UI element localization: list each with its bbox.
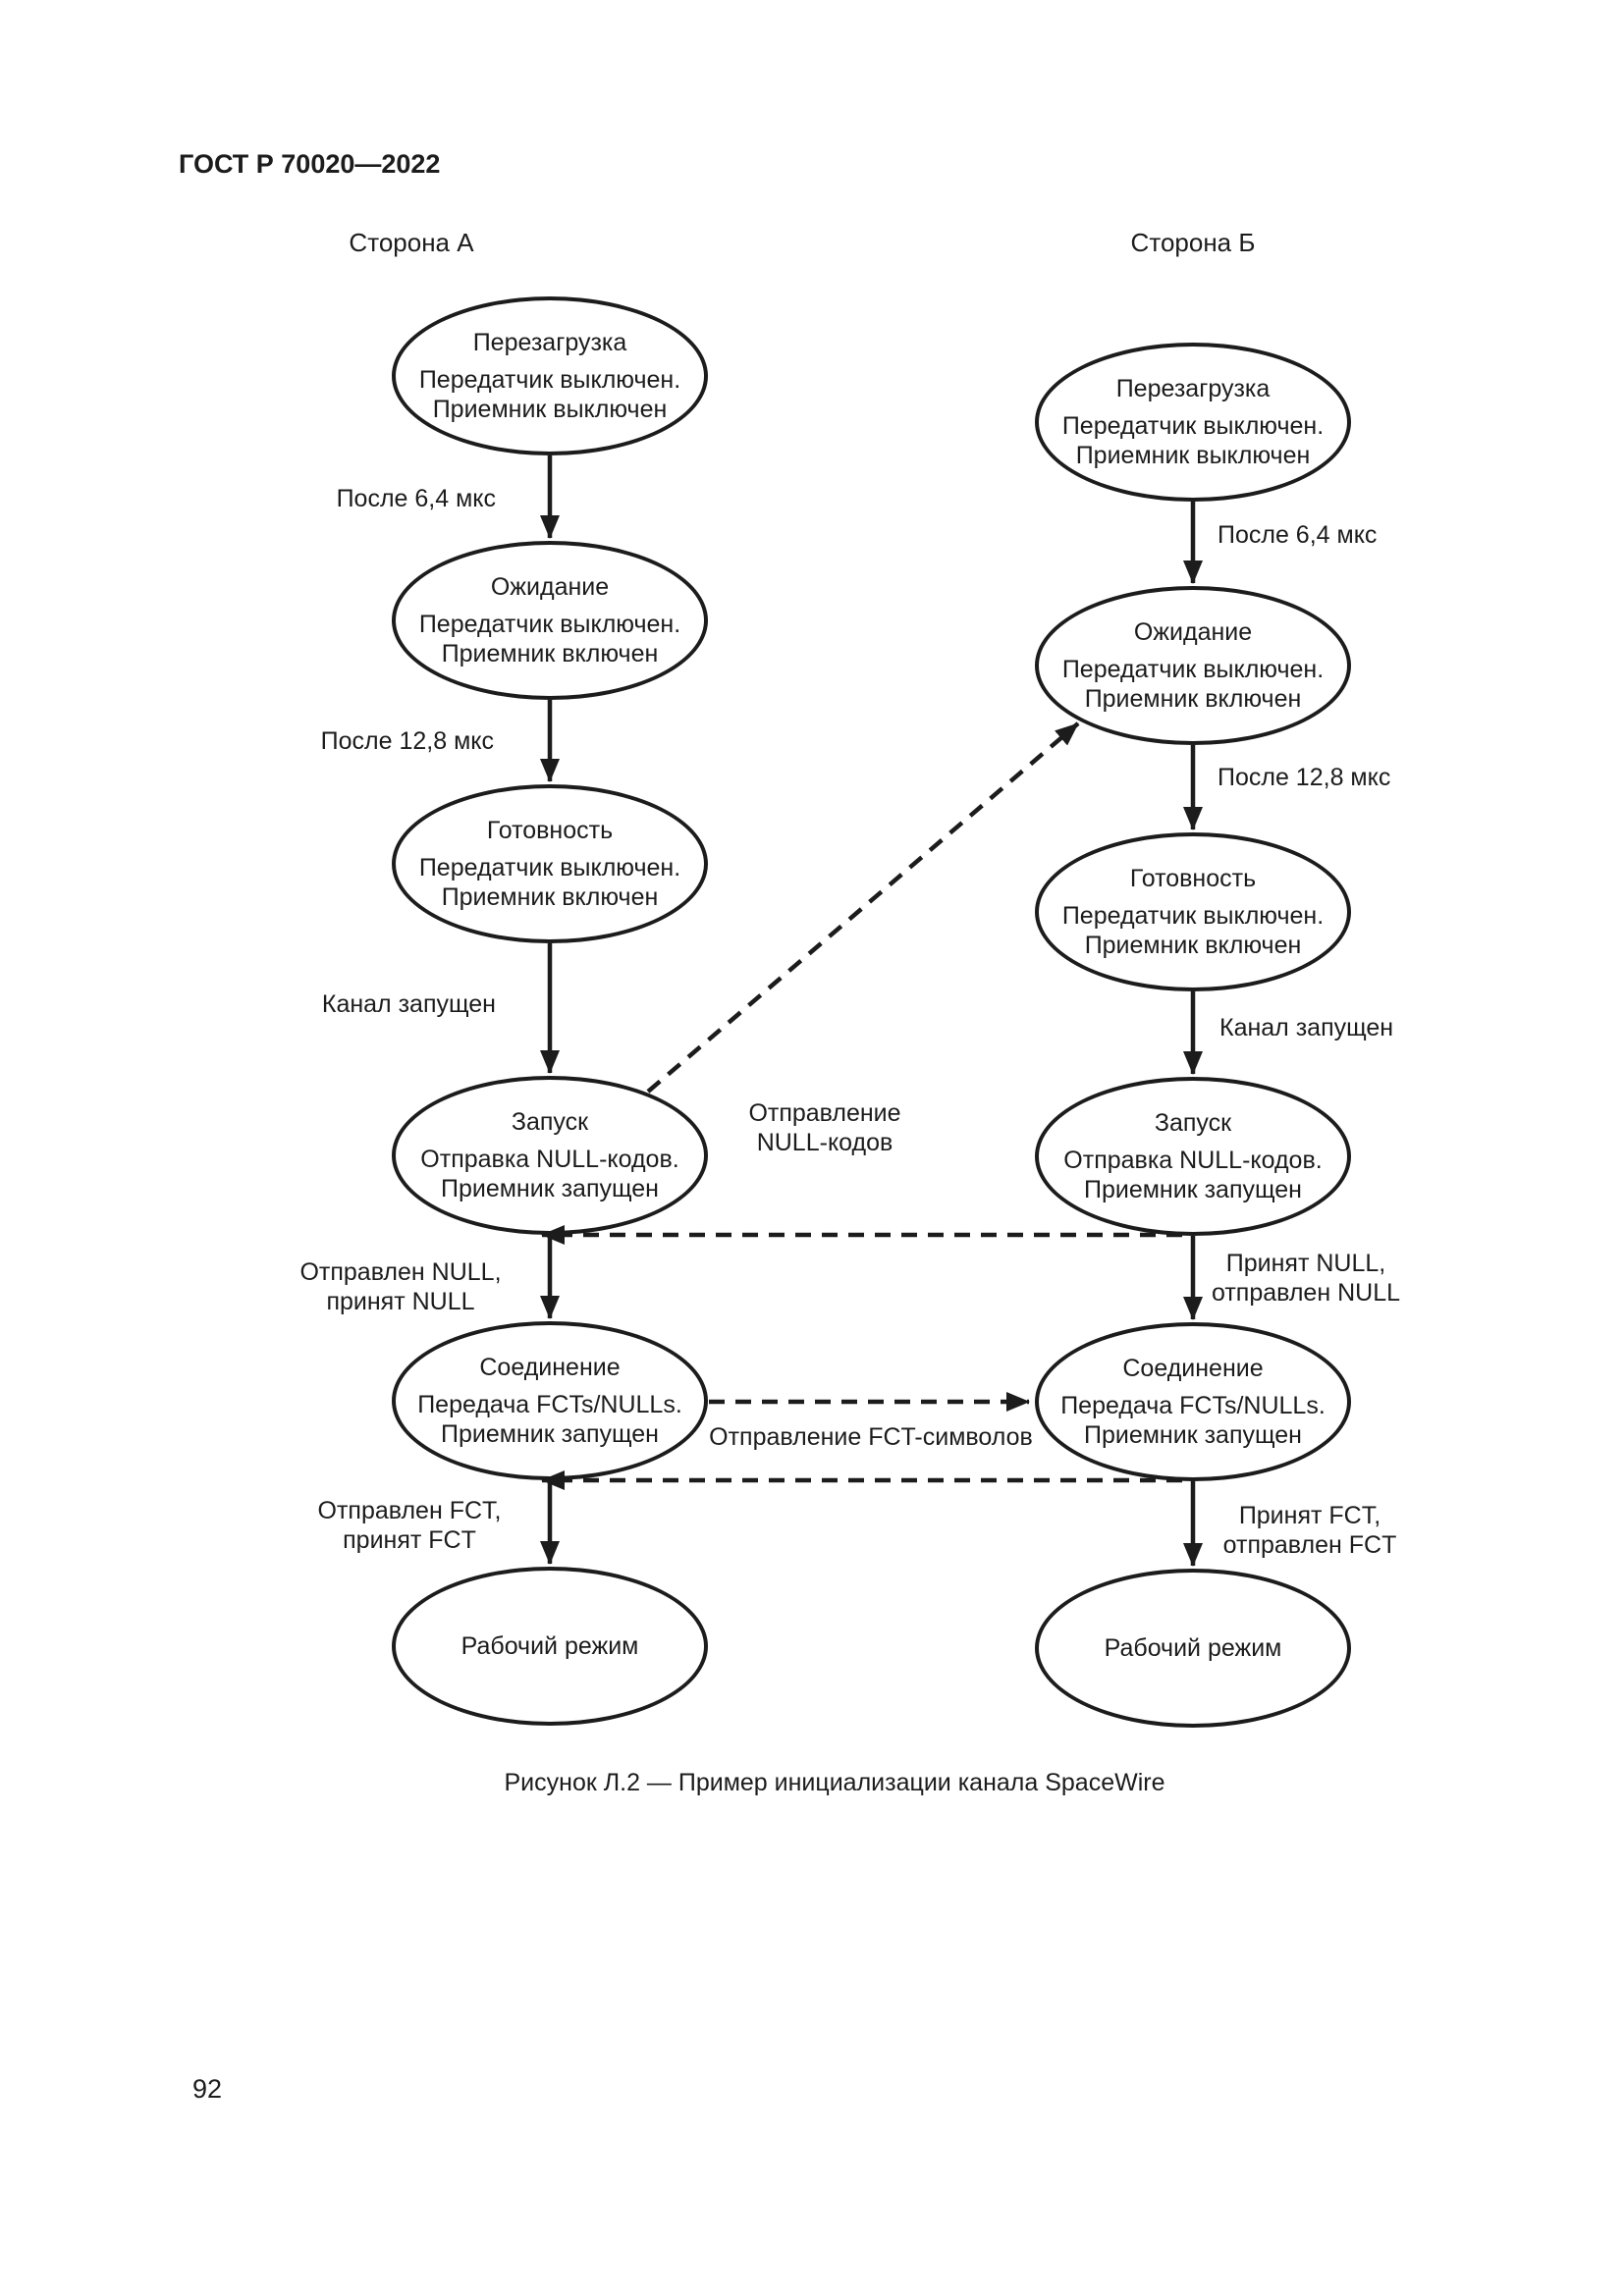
state-detail: Приемник запущен	[441, 1175, 659, 1202]
transition-label-b-fct: Принят FCT, отправлен FCT	[1187, 1501, 1433, 1560]
state-title: Запуск	[1154, 1109, 1232, 1137]
label-line: принят NULL	[326, 1288, 475, 1315]
state-detail: Отправка NULL-кодов.	[420, 1146, 679, 1173]
state-title: Перезагрузка	[1115, 375, 1271, 402]
state-detail: Приемник включен	[1084, 932, 1302, 959]
label-line: Принят NULL,	[1225, 1250, 1386, 1277]
exchange-label-null-codes: Отправление NULL-кодов	[677, 1098, 972, 1157]
state-a-started: Запуск Отправка NULL-кодов. Приемник зап…	[392, 1076, 708, 1235]
state-detail: Передача FCTs/NULLs.	[1060, 1392, 1326, 1419]
transition-label-a-after-12-8: После 12,8 мкс	[320, 727, 494, 755]
state-detail: Отправка NULL-кодов.	[1063, 1147, 1323, 1174]
state-b-reset: Перезагрузка Передатчик выключен. Приемн…	[1035, 343, 1351, 502]
state-title: Перезагрузка	[472, 329, 627, 356]
side-a-title: Сторона А	[349, 228, 474, 257]
state-detail: Передатчик выключен.	[1061, 902, 1325, 930]
state-b-started: Запуск Отправка NULL-кодов. Приемник зап…	[1035, 1077, 1351, 1236]
transition-label-b-link-started: Канал запущен	[1219, 1014, 1394, 1041]
state-detail: Передатчик выключен.	[1061, 412, 1325, 440]
state-detail: Приемник включен	[441, 640, 659, 667]
state-title: Соединение	[1122, 1355, 1264, 1382]
label-line: Отправление	[748, 1099, 901, 1127]
state-detail: Передатчик выключен.	[418, 854, 681, 881]
label-line: принят FCT	[343, 1526, 476, 1554]
state-title: Готовность	[1129, 865, 1257, 892]
transition-label-b-after-12-8: После 12,8 мкс	[1218, 764, 1391, 791]
transition-label-b-after-6-4: После 6,4 мкс	[1218, 521, 1378, 549]
label-line: отправлен NULL	[1211, 1279, 1401, 1307]
state-detail: Приемник включен	[441, 883, 659, 911]
state-detail: Приемник запущен	[1084, 1176, 1302, 1203]
transition-label-a-fct: Отправлен FCT, принят FCT	[301, 1496, 517, 1555]
state-detail: Приемник включен	[1084, 685, 1302, 713]
state-detail: Приемник выключен	[1075, 442, 1311, 469]
state-detail: Приемник запущен	[441, 1420, 659, 1448]
exchange-label-fct-symbols: Отправление FCT-символов	[709, 1423, 1033, 1451]
label-line: NULL-кодов	[756, 1129, 893, 1156]
label-line: Отправлен NULL,	[299, 1258, 502, 1286]
state-b-connecting: Соединение Передача FCTs/NULLs. Приемник…	[1035, 1322, 1351, 1481]
label-line: Отправлен FCT,	[317, 1497, 502, 1524]
side-b-title: Сторона Б	[1130, 228, 1256, 257]
state-title: Ожидание	[490, 573, 610, 601]
state-title: Рабочий режим	[460, 1632, 639, 1660]
state-a-reset: Перезагрузка Передатчик выключен. Приемн…	[392, 296, 708, 455]
document-header: ГОСТ Р 70020—2022	[179, 149, 441, 179]
transition-label-a-link-started: Канал запущен	[321, 990, 496, 1018]
state-detail: Передатчик выключен.	[1061, 656, 1325, 683]
state-a-run: Рабочий режим	[392, 1567, 708, 1726]
transition-label-b-null: Принят NULL, отправлен NULL	[1183, 1249, 1429, 1308]
label-line: Принят FCT,	[1238, 1502, 1381, 1529]
dashed-arrow-null-codes-to-b-wait	[646, 721, 1080, 1094]
state-detail: Приемник запущен	[1084, 1421, 1302, 1449]
state-a-connecting: Соединение Передача FCTs/NULLs. Приемник…	[392, 1321, 708, 1480]
state-title: Ожидание	[1133, 618, 1253, 646]
figure-caption: Рисунок Л.2 — Пример инициализации канал…	[504, 1769, 1165, 1796]
state-title: Рабочий режим	[1104, 1634, 1282, 1662]
transition-label-a-after-6-4: После 6,4 мкс	[336, 485, 496, 512]
state-title: Запуск	[511, 1108, 589, 1136]
state-b-run: Рабочий режим	[1035, 1569, 1351, 1728]
state-a-ready: Готовность Передатчик выключен. Приемник…	[392, 784, 708, 943]
page-number: 92	[192, 2074, 223, 2104]
state-detail: Передатчик выключен.	[418, 366, 681, 394]
state-title: Готовность	[486, 817, 614, 844]
state-b-ready: Готовность Передатчик выключен. Приемник…	[1035, 832, 1351, 991]
state-b-wait: Ожидание Передатчик выключен. Приемник в…	[1035, 586, 1351, 745]
state-detail: Передача FCTs/NULLs.	[417, 1391, 682, 1418]
state-title: Соединение	[479, 1354, 621, 1381]
label-line: отправлен FCT	[1222, 1531, 1397, 1559]
state-detail: Приемник выключен	[432, 396, 668, 423]
state-detail: Передатчик выключен.	[418, 611, 681, 638]
transition-label-a-null: Отправлен NULL, принят NULL	[293, 1257, 509, 1316]
state-a-wait: Ожидание Передатчик выключен. Приемник в…	[392, 541, 708, 700]
